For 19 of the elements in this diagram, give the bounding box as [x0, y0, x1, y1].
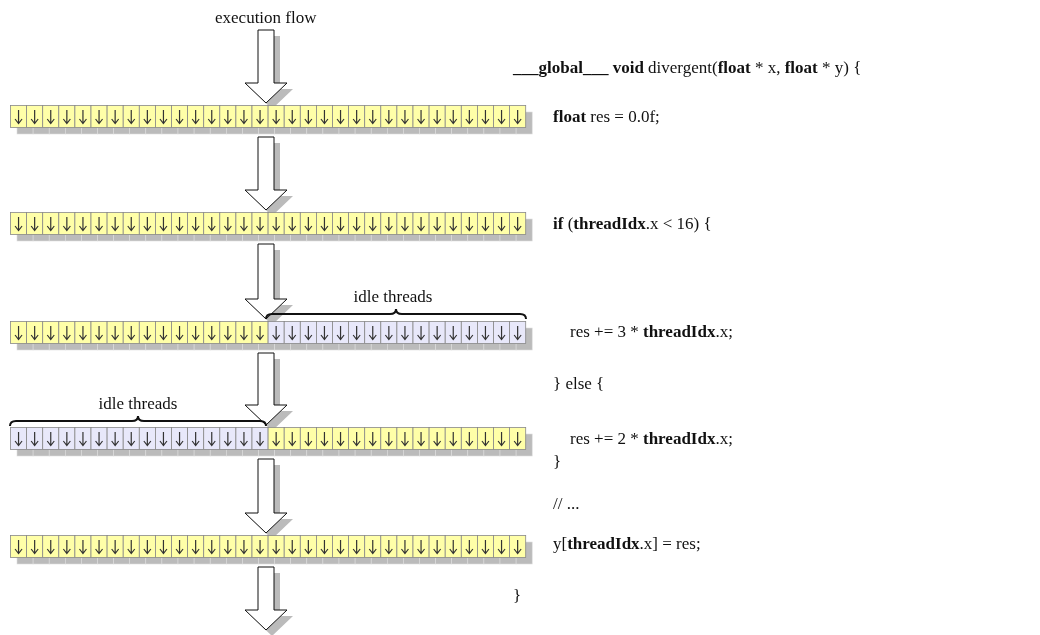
code-line: }	[553, 452, 562, 472]
code-line: res += 3 *threadIdx.x;	[570, 322, 733, 342]
code-line: res += 2 *threadIdx.x;	[570, 429, 733, 449]
thread-strip	[10, 321, 534, 351]
thread-strip	[10, 105, 534, 135]
thread-strip	[10, 427, 534, 457]
code-line: ___global___ void divergent(float * x, float* y) {	[513, 58, 862, 78]
thread-strip	[10, 535, 534, 565]
annotation-label: idle threads	[98, 394, 178, 414]
code-line: y[threadIdx.x] = res;	[553, 534, 701, 554]
code-line: if (threadIdx.x < 16) {	[553, 214, 712, 234]
flow-label: execution flow	[215, 8, 317, 28]
code-line: float res = 0.0f;	[553, 107, 660, 127]
block-arrow	[244, 566, 293, 635]
code-line: // ...	[553, 494, 580, 514]
annotation-label: idle threads	[353, 287, 433, 307]
code-line: } else {	[553, 374, 605, 394]
thread-strip	[10, 212, 534, 242]
code-line: }	[513, 586, 522, 606]
